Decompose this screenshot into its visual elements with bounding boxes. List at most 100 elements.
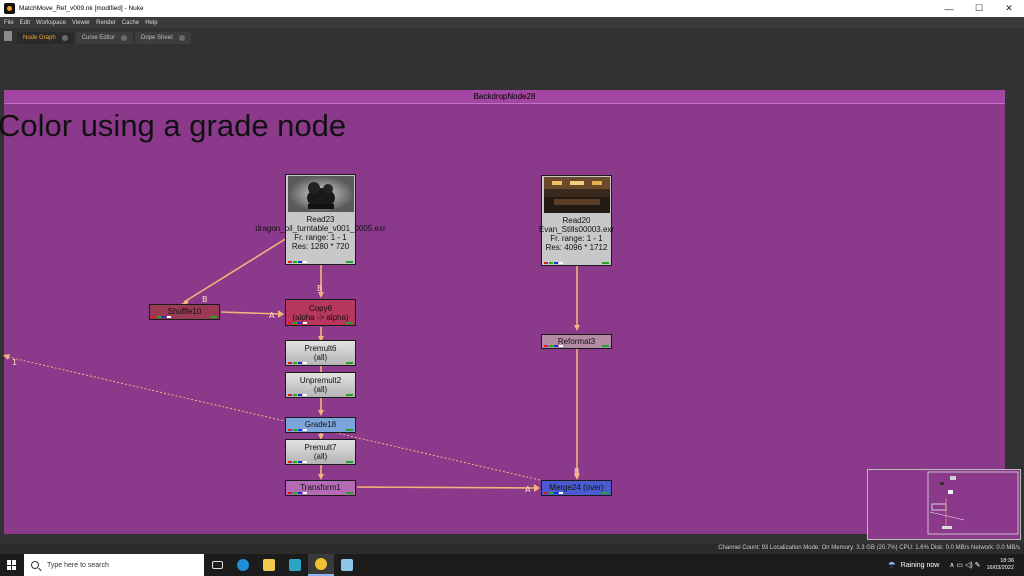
nuke-app-icon (4, 3, 15, 14)
start-button[interactable] (0, 554, 24, 576)
tab-label: Dope Sheet (141, 35, 173, 41)
output-bar (346, 362, 353, 364)
node-merge24[interactable]: Merge24 (over) (541, 480, 612, 496)
search-placeholder: Type here to search (47, 561, 109, 569)
node-merge24-name: Merge24 (over) (549, 483, 604, 492)
windows-logo-icon (7, 560, 17, 570)
node-read23-range: Fr. range: 1 - 1 (294, 233, 347, 242)
tab-curve-editor[interactable]: Curve Editor (75, 32, 134, 44)
file-explorer-icon[interactable] (256, 554, 282, 576)
input-label-a-merge: A (525, 485, 531, 494)
weather-text: Raining now (900, 561, 940, 569)
umbrella-icon: ☂ (887, 559, 896, 570)
app-sticky-icon[interactable] (334, 554, 360, 576)
node-read20[interactable]: Read20 Evan_Stills00003.exr Fr. range: 1… (539, 175, 614, 266)
pane-menu-icon[interactable] (4, 31, 12, 41)
arrow-grade18 (318, 410, 324, 416)
window-controls: — ☐ ✕ (934, 0, 1024, 17)
backdrop-title[interactable]: BackdropNode28 (4, 90, 1005, 104)
output-bar (602, 262, 609, 264)
node-premult7-name: Premult7 (304, 443, 337, 452)
menu-help[interactable]: Help (145, 19, 158, 26)
channel-bar (288, 461, 308, 463)
node-transform1[interactable]: Transform1 (285, 480, 356, 496)
output-bar (346, 492, 353, 494)
output-bar (602, 492, 609, 494)
clock-time: 18:36 (1000, 558, 1014, 564)
channel-bar (288, 429, 308, 431)
node-unpremult2[interactable]: Unpremult2 (all) (285, 372, 356, 398)
node-copy6[interactable]: Copy6 (alpha -> alpha) (285, 299, 356, 326)
node-shuffle10-name: Shuffle10 (167, 307, 202, 316)
tab-close-icon[interactable] (121, 35, 128, 41)
status-readout: Channel Count: 93 Localization Mode: On … (718, 545, 1020, 551)
tray-icons[interactable]: ∧ ▭ ◁) ✎ (949, 562, 981, 569)
node-reformat3[interactable]: Reformat3 (541, 334, 612, 349)
node-read23-file: dragon_oil_turntable_v001_0005.exr (255, 224, 386, 233)
task-view-icon[interactable] (204, 554, 230, 576)
taskbar-clock[interactable]: 18:36 16/03/2022 (986, 558, 1014, 572)
maximize-button[interactable]: ☐ (974, 3, 984, 13)
edge-shuffle10-copy6 (220, 311, 281, 315)
edge-read23-shuffle10 (183, 237, 288, 303)
tab-node-graph[interactable]: Node Graph (17, 32, 74, 44)
arrow-transform1 (318, 474, 324, 480)
node-graph-canvas[interactable]: BackdropNode28 Color using a grade node (0, 44, 1024, 544)
menu-workspace[interactable]: Workspace (36, 19, 66, 26)
node-grade18[interactable]: Grade18 (285, 417, 356, 433)
output-bar (346, 261, 353, 263)
windows-taskbar: Type here to search ☂ Raining now ∧ ▭ ◁)… (0, 554, 1024, 576)
node-shuffle10[interactable]: Shuffle10 (149, 304, 220, 320)
minimize-button[interactable]: — (944, 3, 954, 14)
weather-widget[interactable]: ☂ Raining now (887, 559, 940, 570)
channel-bar (544, 345, 564, 347)
edge-browser-icon[interactable] (230, 554, 256, 576)
node-transform1-name: Transform1 (300, 483, 341, 492)
node-premult6[interactable]: Premult6 (all) (285, 340, 356, 366)
clock-date: 16/03/2022 (986, 565, 1014, 571)
input-label-a-copy: A (269, 311, 275, 320)
channel-bar (288, 394, 308, 396)
node-reformat3-name: Reformat3 (557, 337, 596, 346)
input-label-b-merge: B (574, 467, 580, 476)
node-read20-name: Read20 (562, 216, 591, 225)
node-premult7[interactable]: Premult7 (all) (285, 439, 356, 465)
app-m-icon[interactable] (282, 554, 308, 576)
node-unpremult2-name: Unpremult2 (299, 376, 342, 385)
search-icon (31, 561, 39, 569)
node-read23-name: Read23 (306, 215, 335, 224)
arrow-premult7 (318, 434, 324, 440)
taskbar-search-box[interactable]: Type here to search (24, 554, 204, 576)
arrow-shuffle10-in (181, 300, 189, 307)
node-read23[interactable]: Read23 dragon_oil_turntable_v001_0005.ex… (255, 174, 386, 265)
tab-label: Node Graph (23, 35, 56, 41)
tab-dope-sheet[interactable]: Dope Sheet (135, 32, 191, 44)
menu-cache[interactable]: Cache (121, 19, 140, 26)
node-premult7-sub: (all) (313, 452, 328, 461)
menu-viewer[interactable]: Viewer (71, 19, 91, 26)
node-copy6-sub: (alpha -> alpha) (292, 313, 349, 322)
channel-bar (152, 316, 172, 318)
menu-edit[interactable]: Edit (19, 19, 31, 26)
node-graph-minimap[interactable] (867, 469, 1021, 540)
output-bar (346, 394, 353, 396)
read23-thumbnail-image (287, 176, 354, 212)
tab-close-icon[interactable] (61, 35, 68, 41)
node-copy6-name: Copy6 (308, 304, 333, 313)
channel-bar (288, 362, 308, 364)
edge-mask-line (7, 356, 541, 481)
close-button[interactable]: ✕ (1005, 3, 1013, 13)
node-premult6-sub: (all) (313, 353, 328, 362)
menu-render[interactable]: Render (96, 19, 116, 26)
output-bar (346, 429, 353, 431)
nuke-taskbar-icon[interactable] (308, 554, 334, 576)
node-unpremult2-sub: (all) (313, 385, 328, 394)
backdrop-label: Color using a grade node (0, 108, 347, 143)
menu-file[interactable]: File (4, 19, 14, 26)
node-premult6-name: Premult6 (304, 344, 337, 353)
output-bar (346, 461, 353, 463)
arrow-merge-a (534, 484, 540, 492)
node-read20-range: Fr. range: 1 - 1 (550, 234, 603, 243)
tab-close-icon[interactable] (178, 35, 185, 41)
